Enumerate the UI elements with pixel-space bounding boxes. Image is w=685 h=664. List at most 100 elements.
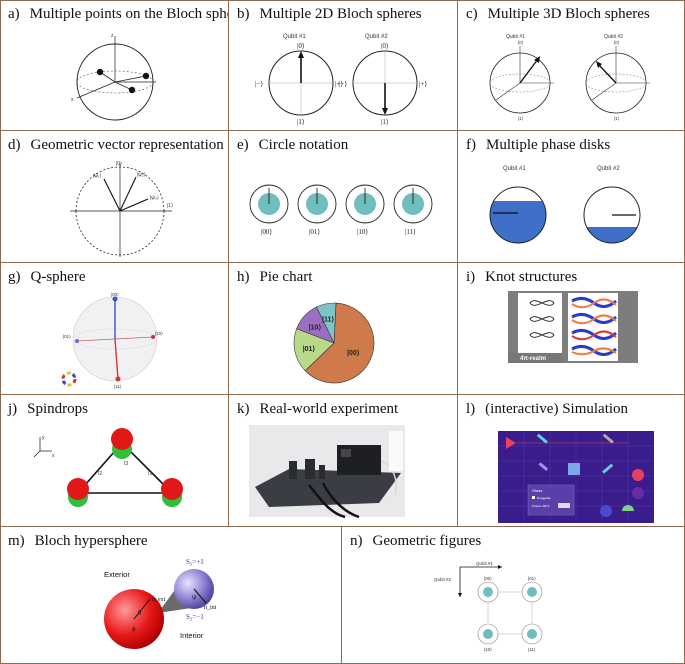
psi-label: ψ <box>192 593 197 601</box>
psi2-label: |ψ₂⟩ <box>137 172 146 178</box>
panel-c-title: c)Multiple 3D Bloch spheres <box>466 6 650 23</box>
beam-splitter-icon[interactable] <box>536 433 548 444</box>
detector-icon[interactable] <box>632 469 644 481</box>
panel-e: e) Circle notation |00⟩ |01⟩ |10⟩ <box>229 131 458 263</box>
panel-j: j)Spindrops y x I3 I2 I1 <box>0 395 229 527</box>
panel-b: b)Multiple 2D Bloch spheres Qubit #1 Qub… <box>229 0 458 131</box>
panel-n-title: n)Geometric figures <box>350 533 481 550</box>
state-point-1 <box>96 68 104 76</box>
panel-k-title-text: Real-world experiment <box>259 401 399 417</box>
ketminus-label-q1: |−⟩ <box>255 80 263 88</box>
draggable-checkbox[interactable] <box>532 496 535 499</box>
knot-ribbons <box>571 296 618 356</box>
circle-11: |11⟩ <box>393 184 433 236</box>
geometric-vector-diagram: |0⟩ |1⟩ |ψ₁⟩ |ψ₂⟩ |ψ₃⟩ <box>70 161 173 257</box>
panel-i: i)Knot structures 4π-realm <box>458 263 685 395</box>
ket1-q2: |1⟩ <box>614 116 620 121</box>
s3-minus-label: S₃=−1 <box>186 613 204 621</box>
panel-g-title-text: Q-sphere <box>30 269 86 285</box>
spindrop-right <box>161 478 183 507</box>
qubit1-label: Qubit #1 <box>503 166 526 172</box>
panel-e-label: e) <box>237 137 249 153</box>
theta-label: θ <box>138 609 142 617</box>
panel-k-title: k) Real-world experiment <box>237 401 398 418</box>
element-popup[interactable] <box>527 484 575 516</box>
ket-10: |10⟩ <box>357 228 368 236</box>
qubit2-label: Qubit #2 <box>365 34 388 40</box>
circle-00: |00⟩ <box>249 184 289 236</box>
panel-d: d)Geometric vector representation |0⟩ |1… <box>0 131 229 263</box>
panel-e-title: e) Circle notation <box>237 137 348 154</box>
pie-slice <box>316 302 337 344</box>
ket0-q2: |0⟩ <box>614 40 620 45</box>
pie-slice-label: |00⟩ <box>347 349 360 357</box>
panel-d-label: d) <box>8 137 21 153</box>
panel-b-title: b)Multiple 2D Bloch spheres <box>237 6 422 23</box>
two-2d-bloch-spheres: Qubit #1 Qubit #2 |0⟩ |1⟩ |−⟩ |+⟩ |0⟩ |1… <box>255 34 427 126</box>
panel-d-title: d)Geometric vector representation <box>8 137 224 154</box>
ket1-label-q1: |1⟩ <box>297 118 305 126</box>
panel-a: a)Multiple points on the Bloch sphere z … <box>0 0 229 131</box>
ket-01: |01⟩ <box>309 228 320 236</box>
figure-10: |10⟩ <box>477 623 499 652</box>
n-qubit2-label: Qubit #2 <box>434 577 452 582</box>
panel-m-title-text: Bloch hypersphere <box>34 533 148 549</box>
panel-c-label: c) <box>466 6 478 22</box>
ketplus-label-q2: |+⟩ <box>419 80 427 88</box>
panel-i-label: i) <box>466 269 476 285</box>
ket1-label: |1⟩ <box>167 203 173 209</box>
mirror-icon[interactable] <box>602 433 614 444</box>
phase-input[interactable] <box>558 503 570 508</box>
panel-e-title-text: Circle notation <box>258 137 349 153</box>
panel-h-label: h) <box>237 269 250 285</box>
popup-title: Glass <box>532 488 542 493</box>
panel-n: n)Geometric figures Qubit #1 Qubit #2 |0… <box>342 527 685 664</box>
simulation-screenshot[interactable]: Glass Draggable Phase shift θ <box>498 431 654 523</box>
panel-k-label: k) <box>237 401 250 417</box>
panel-a-title: a)Multiple points on the Bloch sphere <box>8 6 228 23</box>
panel-g-label: g) <box>8 269 21 285</box>
popup-row-draggable: Draggable <box>537 496 551 500</box>
q-sphere: |00⟩ |01⟩ |10⟩ |11⟩ <box>61 292 163 389</box>
panel-b-title-text: Multiple 2D Bloch spheres <box>259 6 422 22</box>
qsphere-k10: |10⟩ <box>155 331 163 336</box>
panel-f-title: f)Multiple phase disks <box>466 137 610 154</box>
state-point-3 <box>142 72 150 80</box>
panel-g-title: g) Q-sphere <box>8 269 85 286</box>
panel-n-title-text: Geometric figures <box>372 533 482 549</box>
panel-g: g) Q-sphere |00⟩ |01⟩ |10⟩ |11⟩ <box>0 263 229 395</box>
panel-h-title-text: Pie chart <box>259 269 313 285</box>
spindrop-top <box>111 428 133 459</box>
panel-c: c)Multiple 3D Bloch spheres Qubit #1 Qub… <box>458 0 685 131</box>
psi3-label: |ψ₃⟩ <box>150 195 159 201</box>
panel-j-title-text: Spindrops <box>27 401 89 417</box>
figure-01: |01⟩ <box>521 576 543 603</box>
qubit1-label: Qubit #1 <box>506 34 525 40</box>
axis-y: y <box>42 435 45 441</box>
qsphere-k01: |01⟩ <box>63 334 71 339</box>
panel-l-label: l) <box>466 401 476 417</box>
panel-m: m)Bloch hypersphere Exterior Interior S₃… <box>0 527 342 664</box>
pie-slice-label: |10⟩ <box>309 323 322 331</box>
panel-h-title: h) Pie chart <box>237 269 312 286</box>
ket1-label-q2: |1⟩ <box>381 118 389 126</box>
axis-x: x <box>52 453 55 459</box>
s3-plus-label: S₃=+1 <box>186 558 204 566</box>
laser-source-icon[interactable] <box>506 437 516 449</box>
ket0-q1: |0⟩ <box>518 40 524 45</box>
pie-slice <box>304 302 375 384</box>
n-ket-01: |01⟩ <box>528 576 536 581</box>
n-ext-label: n_ext <box>152 597 166 603</box>
qsphere-k00: |00⟩ <box>111 292 119 297</box>
two-3d-bloch-spheres: Qubit #1 Qubit #2 |0⟩ |1⟩ |0⟩ |1⟩ <box>489 34 650 121</box>
panel-i-title-text: Knot structures <box>485 269 578 285</box>
figure-00: |00⟩ <box>477 576 499 603</box>
n-qubit1-label: Qubit #1 <box>476 561 494 566</box>
bloch-hypersphere: Exterior Interior S₃=+1 S₃=−1 n_ext n_in… <box>104 558 217 649</box>
rotator-icon[interactable] <box>600 505 612 517</box>
glass-element[interactable] <box>568 463 580 475</box>
spindrop-left <box>67 478 89 507</box>
edge-label-1: I3 <box>124 461 128 467</box>
panel-k: k) Real-world experiment <box>229 395 458 527</box>
